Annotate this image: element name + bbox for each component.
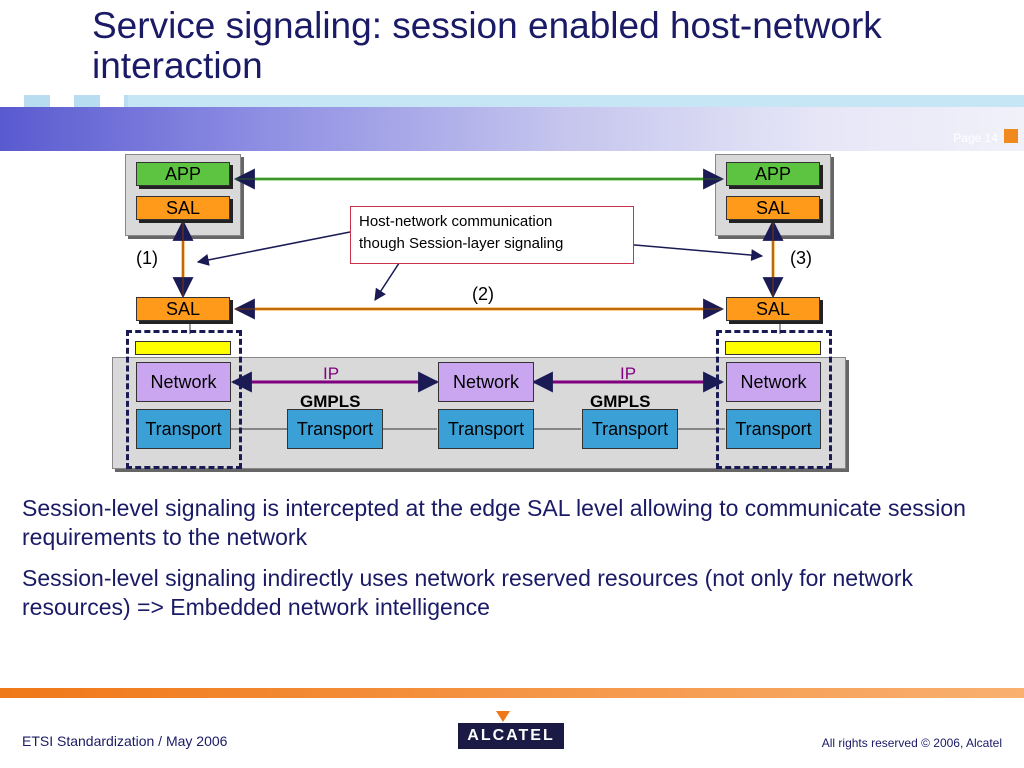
edge-bar-left [135,341,231,355]
page-number: Page 14 [953,131,998,145]
transport-node-3: Transport [438,409,534,449]
ip-label-right: IP [620,364,637,383]
page-title: Service signaling: session enabled host-… [92,5,882,86]
page-marker-square [1004,129,1018,143]
alcatel-logo-arrow-icon [496,710,510,728]
edge-sal-left: SAL [136,297,230,321]
marker-3: (3) [790,248,812,268]
app-box-right: APP [726,162,820,186]
footer-right-text: All rights reserved © 2006, Alcatel [821,736,1002,750]
header-band [0,107,1024,151]
bullet-1: Session-level signaling is intercepted a… [22,495,966,550]
callout-arrow-1 [196,231,351,266]
edge-region-left [126,330,242,469]
app-box-left: APP [136,162,230,186]
network-node-right: Network [726,362,821,402]
gmpls-label-left: GMPLS [300,392,361,411]
callout-box: Host-network communication though Sessio… [350,206,634,264]
transport-node-2: Transport [287,409,383,449]
edge-sal-right: SAL [726,297,820,321]
callout-line-2: though Session-layer signaling [359,235,564,252]
edge-bar-right [725,341,821,355]
network-node-left: Network [136,362,231,402]
footer-bar [0,688,1024,698]
sal-box-left: SAL [136,196,230,220]
footer-left-text: ETSI Standardization / May 2006 [22,733,228,749]
transport-node-4: Transport [582,409,678,449]
sal-box-right: SAL [726,196,820,220]
transport-node-1: Transport [136,409,231,449]
marker-1: (1) [136,248,158,268]
gmpls-label-right: GMPLS [590,392,651,411]
callout-line-1: Host-network communication [359,213,553,230]
network-node-middle: Network [438,362,534,402]
marker-2: (2) [472,284,494,304]
edge-region-right [716,330,832,469]
alcatel-logo: ALCATEL [458,723,564,749]
ip-label-left: IP [323,364,340,383]
bullet-2: Session-level signaling indirectly uses … [22,565,914,620]
transport-node-5: Transport [726,409,821,449]
header-band-light [128,95,1024,107]
